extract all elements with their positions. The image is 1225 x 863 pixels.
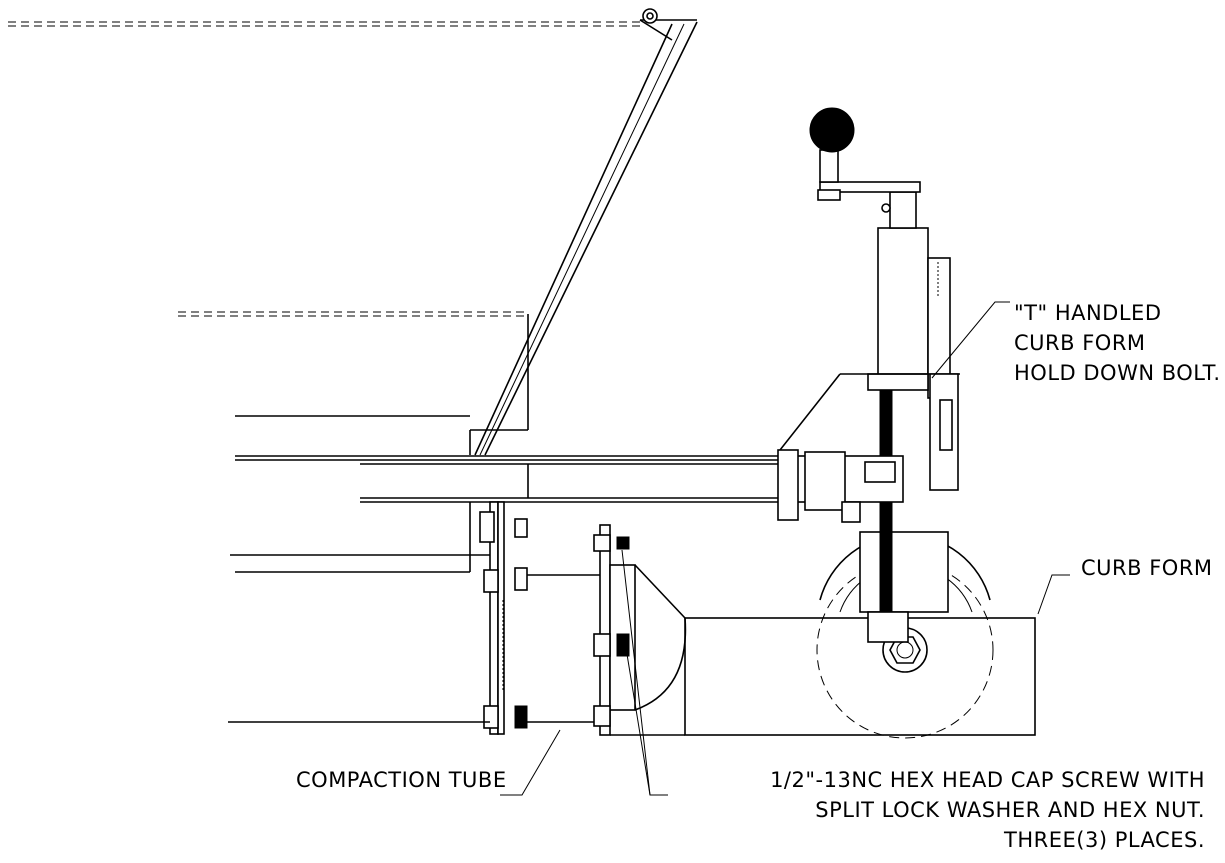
top-frame-line <box>8 8 697 27</box>
cap-screw-line-2: SPLIT LOCK WASHER AND HEX NUT. <box>815 798 1205 822</box>
t-handled-line-2: CURB FORM <box>1014 331 1146 355</box>
t-handled-line-3: HOLD DOWN BOLT. <box>1014 361 1221 385</box>
t-handle <box>809 107 921 213</box>
diagonal-strut <box>474 19 698 456</box>
t-handled-label: "T" HANDLED CURB FORM HOLD DOWN BOLT. <box>1014 298 1221 388</box>
compaction-tube-body <box>228 574 600 723</box>
hold-down-bolt <box>859 379 949 643</box>
right-bolt-plate <box>593 524 636 736</box>
leader-lines <box>500 301 1070 796</box>
upper-frame-line <box>178 311 529 455</box>
left-bolt-plate <box>479 501 528 735</box>
curb-form-box <box>684 617 1036 736</box>
rail-bracket <box>777 449 904 523</box>
cap-screw-line-1: 1/2"-13NC HEX HEAD CAP SCREW WITH <box>770 768 1205 792</box>
compaction-tube-label: COMPACTION TUBE <box>296 768 507 792</box>
upright-post <box>779 191 960 491</box>
t-handled-line-1: "T" HANDLED <box>1014 301 1162 325</box>
horizontal-rails <box>230 415 785 573</box>
curb-form-label: CURB FORM <box>1081 556 1213 580</box>
cap-screw-line-3: THREE(3) PLACES. <box>1004 828 1205 852</box>
cap-screw-label: 1/2"-13NC HEX HEAD CAP SCREW WITH SPLIT … <box>770 765 1205 855</box>
